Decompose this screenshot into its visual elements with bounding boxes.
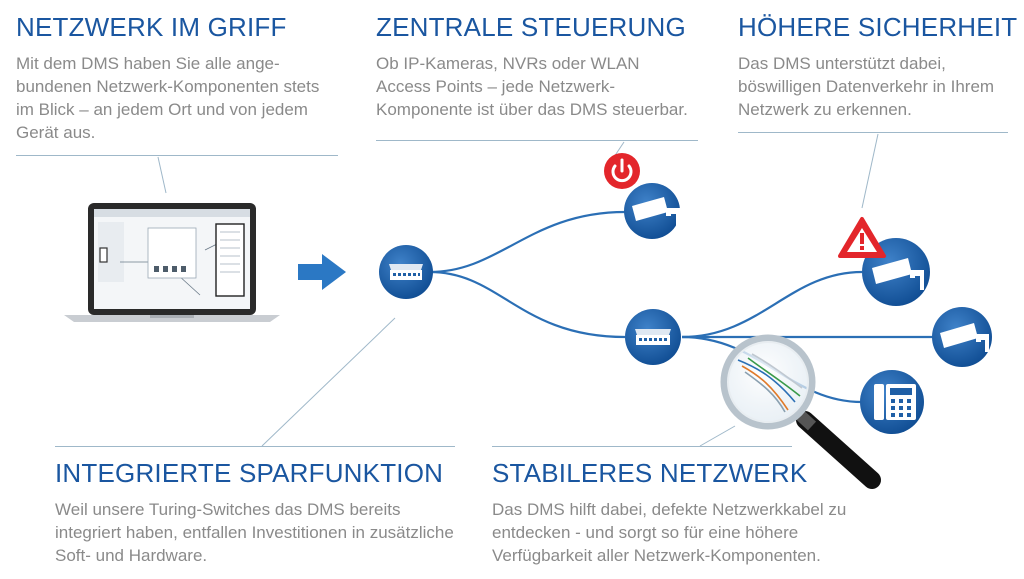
section-body: Das DMS unterstützt dabei, böswilligen D… bbox=[738, 54, 995, 119]
camera-node-alert bbox=[838, 217, 930, 306]
phone-node bbox=[860, 370, 924, 434]
section-body: Weil unsere Turing-Switches das DMS bere… bbox=[55, 500, 454, 565]
divider-stabil bbox=[492, 446, 792, 447]
switch-node-main bbox=[379, 245, 433, 299]
magnifier-icon bbox=[720, 334, 881, 489]
divider-steuerung bbox=[376, 140, 698, 141]
camera-icon bbox=[632, 197, 680, 226]
switch-icon bbox=[389, 264, 423, 280]
section-title: NETZWERK IM GRIFF bbox=[16, 12, 287, 42]
section-steuerung: ZENTRALE STEUERUNG Ob IP-Kameras, NVRs o… bbox=[376, 12, 706, 121]
phone-icon bbox=[874, 384, 916, 420]
divider-netzwerk bbox=[16, 155, 338, 156]
camera-node-top bbox=[604, 153, 680, 239]
section-sicherheit: HÖHERE SICHERHEIT Das DMS unterstützt da… bbox=[738, 12, 1018, 121]
switch-node-secondary bbox=[625, 309, 681, 365]
camera-icon bbox=[940, 323, 989, 352]
power-icon bbox=[604, 153, 640, 189]
section-stabil: STABILERES NETZWERK Das DMS hilft dabei,… bbox=[492, 458, 892, 567]
camera-icon bbox=[872, 258, 924, 290]
section-title: ZENTRALE STEUERUNG bbox=[376, 12, 686, 42]
section-title: STABILERES NETZWERK bbox=[492, 458, 808, 488]
section-title: INTEGRIERTE SPARFUNKTION bbox=[55, 458, 444, 488]
section-body: Ob IP-Kameras, NVRs oder WLAN Access Poi… bbox=[376, 54, 688, 119]
laptop-icon bbox=[64, 203, 280, 322]
divider-sparfunktion bbox=[55, 446, 455, 447]
section-title: HÖHERE SICHERHEIT bbox=[738, 12, 1018, 42]
camera-node-right bbox=[932, 307, 992, 367]
section-body: Mit dem DMS haben Sie alle ange-bundenen… bbox=[16, 54, 320, 142]
divider-sicherheit bbox=[738, 132, 1008, 133]
arrow-right-icon bbox=[298, 254, 346, 290]
switch-icon bbox=[635, 329, 671, 345]
section-sparfunktion: INTEGRIERTE SPARFUNKTION Weil unsere Tur… bbox=[55, 458, 465, 567]
connector-lines bbox=[157, 133, 879, 447]
section-netzwerk: NETZWERK IM GRIFF Mit dem DMS haben Sie … bbox=[16, 12, 346, 144]
warning-icon bbox=[838, 217, 886, 258]
section-body: Das DMS hilft dabei, defekte Netzwerkkab… bbox=[492, 500, 847, 565]
